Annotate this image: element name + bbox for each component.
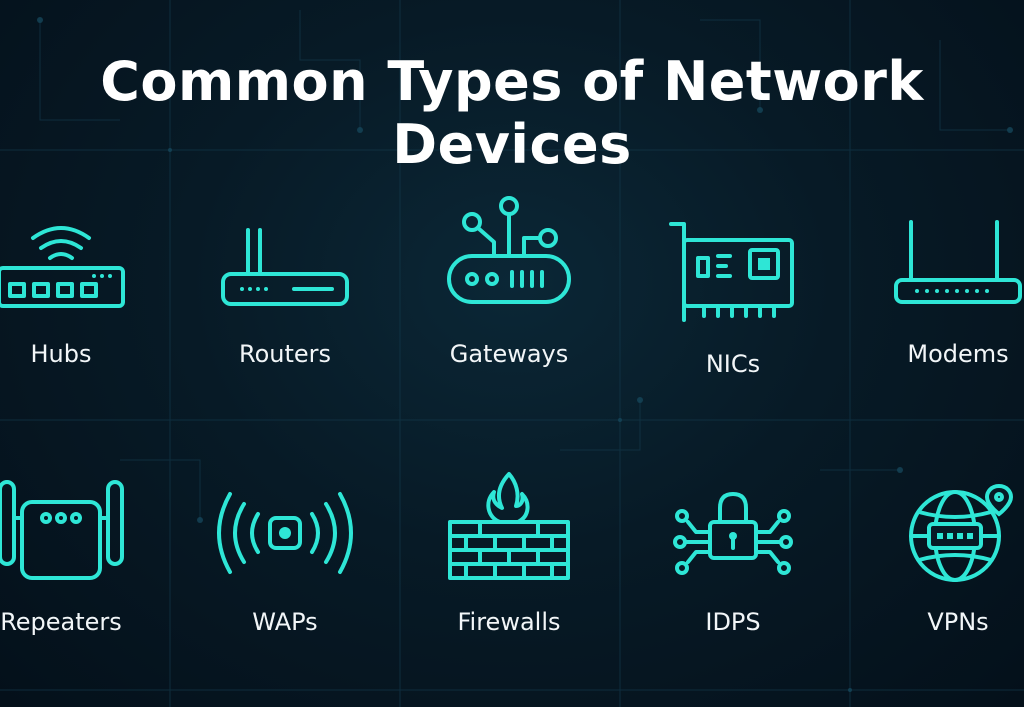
device-label: WAPs [252, 608, 318, 636]
globe-vpn-icon [909, 483, 1014, 582]
repeater-icon [0, 480, 124, 580]
device-repeaters: Repeaters [0, 478, 161, 636]
device-label: Routers [238, 340, 332, 368]
device-label: IDPS [705, 608, 761, 636]
device-label: Repeaters [0, 608, 122, 636]
device-label: Hubs [30, 340, 92, 368]
device-firewalls: Firewalls [409, 470, 609, 636]
wireless-access-point-icon [217, 492, 353, 574]
device-label: NICs [705, 350, 761, 378]
device-label: VPNs [927, 608, 989, 636]
device-modems: Modems [858, 218, 1024, 368]
hub-icon [0, 226, 125, 308]
device-label: Firewalls [457, 608, 561, 636]
device-label: Gateways [449, 340, 569, 368]
modem-icon [894, 220, 1022, 304]
network-card-icon [669, 222, 794, 322]
gateway-icon [447, 196, 571, 304]
firewall-icon [448, 472, 570, 580]
page-title: Common Types of Network Devices [100, 50, 924, 176]
router-icon [221, 228, 349, 306]
device-routers: Routers [185, 226, 385, 368]
device-hubs: Hubs [0, 218, 161, 368]
lock-circuit-icon [673, 492, 793, 575]
device-idps: IDPS [633, 486, 833, 636]
device-label: Modems [907, 340, 1009, 368]
device-vpns: VPNs [858, 483, 1024, 636]
device-gateways: Gateways [409, 196, 609, 368]
device-nics: NICs [633, 220, 833, 378]
device-waps: WAPs [185, 486, 385, 636]
